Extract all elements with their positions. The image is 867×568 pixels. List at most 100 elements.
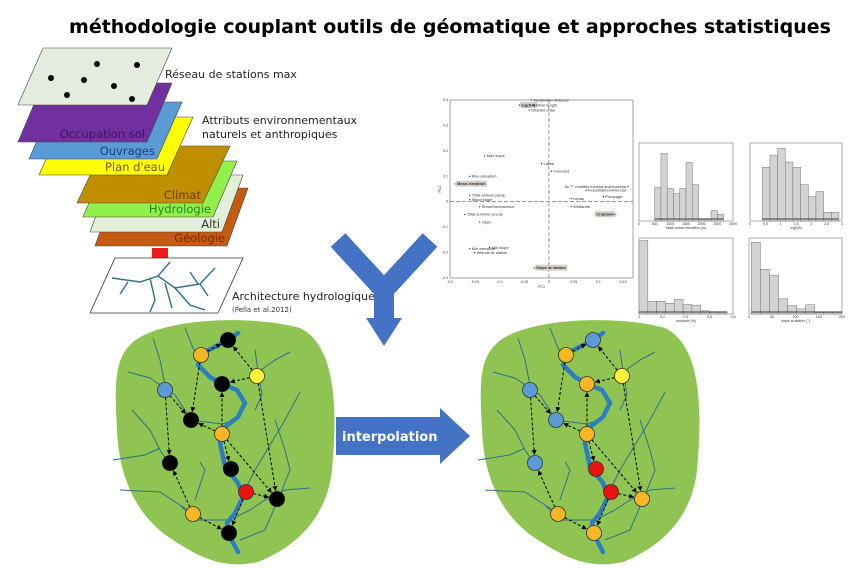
influence-arrow: [223, 441, 231, 462]
tributary-stream: [496, 409, 534, 463]
influence-arrow: [253, 493, 270, 499]
pca-point-label: Min elevation: [472, 246, 496, 251]
histogram-x-tick: 2500: [713, 222, 721, 226]
main-river: [195, 330, 248, 555]
pca-point: [469, 194, 471, 196]
station-node-orange: [214, 426, 230, 442]
pca-label-highlight: [535, 264, 568, 271]
station-node-orange: [550, 506, 566, 522]
influence-arrow: [199, 517, 222, 530]
influence-arrow: [173, 470, 191, 508]
histogram-bar: [777, 147, 786, 222]
influence-arrow: [165, 397, 172, 456]
station-node-orange: [193, 347, 209, 363]
pca-y-tick-label: -0.2: [442, 251, 448, 255]
influence-arrow: [232, 346, 253, 371]
histogram-bar: [717, 214, 724, 222]
pca-point-label: Mean elevation: [457, 181, 486, 186]
pca-point-label: Headwater distance: [534, 97, 570, 102]
pca-point: [479, 206, 481, 208]
pca-point-label: Total annual precip: [472, 193, 506, 198]
histogram-bar: [769, 154, 778, 222]
station-node-black: [162, 455, 178, 471]
influence-arrow: [229, 377, 250, 384]
station-node-black: [221, 525, 237, 541]
histogram-bar: [691, 304, 701, 315]
histogram-x-tick: 1500: [682, 222, 690, 226]
influence-arrow: [226, 439, 272, 493]
attributes-label-line2: naturels et anthropiques: [202, 128, 338, 141]
influence-arrow: [622, 383, 643, 492]
station-node-black: [183, 412, 199, 428]
tributary-stream: [112, 447, 161, 461]
influence-arrow: [588, 441, 596, 462]
pca-x-tick-label: 0: [548, 280, 550, 284]
layer-stations: [17, 47, 173, 106]
interpolation-arrow: [336, 408, 470, 464]
tributary-stream: [517, 337, 531, 386]
histogram-bar: [792, 167, 801, 222]
histogram-x-label: log(SA): [790, 226, 802, 230]
pca-point: [464, 213, 466, 216]
tributary-stream: [604, 419, 656, 541]
histogram-bar: [831, 212, 840, 222]
station-node-red: [588, 461, 604, 477]
histogram-x-tick: 0: [749, 222, 751, 226]
pca-y-axis-label: PC2: [438, 186, 442, 193]
pca-point-label: Slope at station: [536, 265, 566, 270]
tributary-stream: [244, 391, 301, 491]
pca-point: [533, 267, 535, 269]
pca-point-label: Lakes: [544, 161, 555, 166]
pca-y-tick-label: 0.4: [443, 98, 448, 102]
pca-point: [585, 189, 587, 191]
pca-point: [518, 104, 520, 106]
pca-x-tick-label: -0.05: [520, 280, 528, 284]
layer-label: Ouvrages: [100, 144, 155, 158]
pca-point: [627, 185, 629, 188]
histogram-x-tick: 500: [652, 222, 658, 226]
histogram-x-tick: 0: [638, 222, 640, 226]
layer-shape: [17, 47, 173, 106]
pca-point-label: River length: [536, 102, 557, 107]
influence-arrow: [257, 383, 278, 492]
pca-point: [469, 175, 471, 177]
merge-arrow-head: [366, 318, 402, 346]
stations-label: Réseau de stations max: [165, 68, 297, 81]
histogram-x-tick: 0.2: [660, 315, 665, 319]
layer-label: Plan d'eau: [105, 160, 165, 174]
pca-point-label: Max slope: [487, 153, 506, 158]
pca-point: [550, 170, 552, 172]
tributary-stream: [194, 461, 206, 501]
pca-y-tick-label: 0.1: [443, 174, 448, 178]
tributary-stream: [254, 349, 291, 373]
histogram-bar: [760, 268, 770, 315]
pca-point-label: Shrub/herbaceous: [482, 204, 515, 209]
histogram-x-tick: 2.5: [824, 222, 829, 226]
pca-y-tick-label: -0.1: [442, 225, 448, 229]
pca-y-tick-label: 0: [446, 200, 448, 204]
pca-point: [615, 213, 617, 216]
basin-after-interpolation: [477, 320, 700, 565]
histogram-bar: [762, 167, 771, 222]
station-node-black: [223, 461, 239, 477]
pca-point-label: Min slope: [492, 245, 510, 250]
pca-x-tick-label: -0.15: [471, 280, 479, 284]
pca-x-tick-label: -0.2: [447, 280, 453, 284]
histogram-x-tick: 0.8: [731, 315, 736, 319]
layer-label: Géologie: [174, 231, 225, 245]
pca-point-label: Wetlands: [573, 204, 590, 209]
pca-point: [454, 183, 456, 185]
pca-point: [540, 162, 543, 165]
station-node-blue: [585, 332, 601, 348]
influence-arrow: [563, 423, 581, 432]
station-node-black: [220, 332, 236, 348]
tributary-stream: [131, 409, 169, 463]
station-node-black: [214, 376, 230, 392]
tributary-stream: [559, 461, 571, 501]
histogram-x-tick: 3000: [729, 222, 737, 226]
